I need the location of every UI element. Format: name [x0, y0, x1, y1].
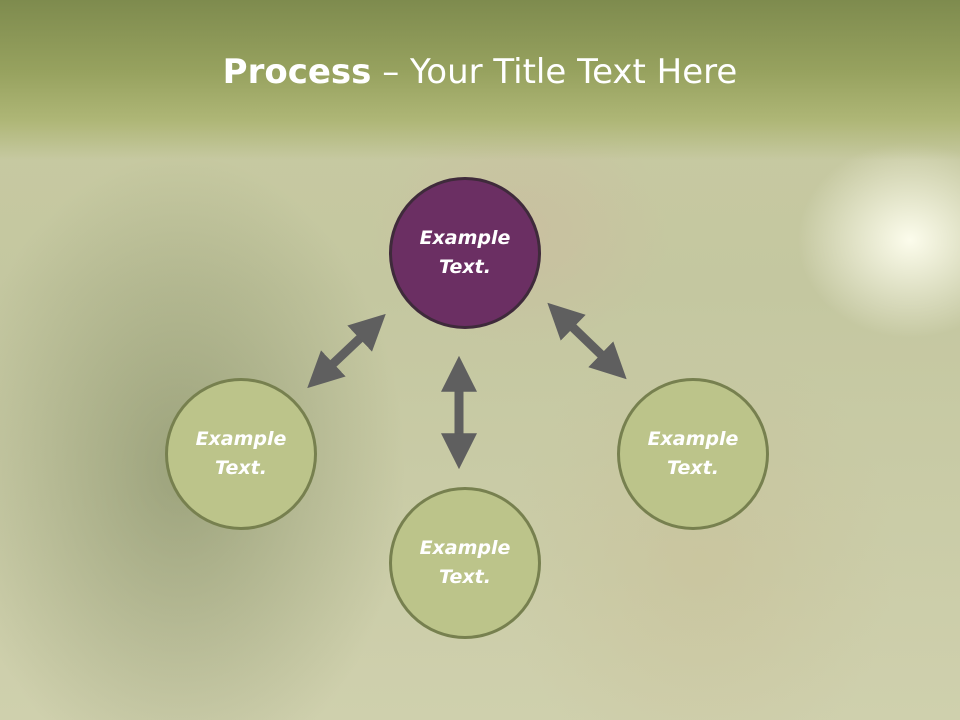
title-bar: [0, 0, 960, 160]
node-bottom-line2: Text.: [439, 566, 491, 588]
title-rest: Your Title Text Here: [410, 52, 738, 92]
title-dash: –: [371, 52, 411, 92]
title-bold: Process: [222, 52, 372, 92]
node-top-line2: Text.: [439, 256, 491, 278]
node-bottom-line1: Example: [419, 537, 511, 559]
node-left-line2: Text.: [215, 457, 267, 479]
node-right-line1: Example: [647, 428, 739, 450]
arrow-top-right: [547, 302, 627, 380]
node-top-line1: Example: [419, 227, 511, 249]
slide-title[interactable]: Process – Your Title Text Here: [0, 52, 960, 92]
arrow-top-left: [307, 313, 386, 389]
node-right-line2: Text.: [667, 457, 719, 479]
node-left-line1: Example: [195, 428, 287, 450]
